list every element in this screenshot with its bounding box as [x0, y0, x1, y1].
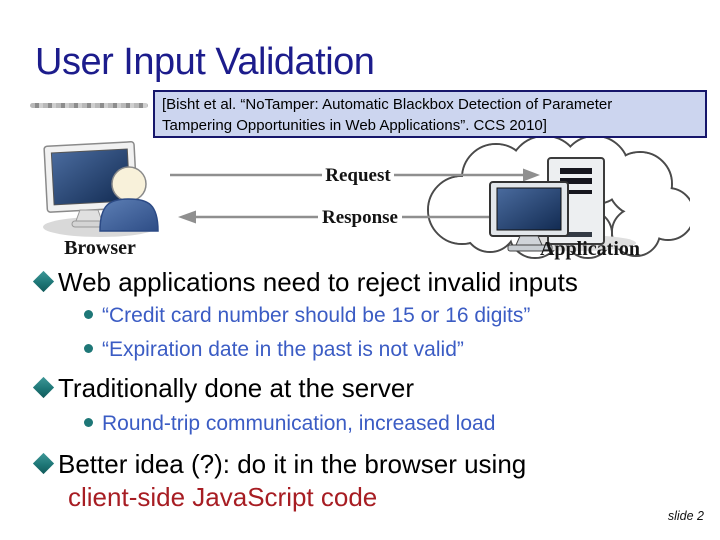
sub-bullet-credit-card: “Credit card number should be 15 or 16 d… — [84, 302, 530, 329]
dot-bullet-icon — [84, 344, 93, 353]
response-label: Response — [322, 207, 398, 228]
browser-label: Browser — [64, 237, 136, 259]
sub-bullet-round-trip: Round-trip communication, increased load — [84, 410, 495, 437]
slide-page-number: slide 2 — [667, 509, 704, 523]
browser-computer-icon — [43, 141, 159, 237]
client-server-diagram: Browser Request — [43, 138, 690, 260]
sub-bullet-text: Round-trip communication, increased load — [102, 412, 496, 435]
application-label: Application — [540, 238, 640, 260]
title-underline-scribble — [30, 103, 148, 108]
diamond-bullet-icon — [32, 452, 55, 475]
citation-box: [Bisht et al. “NoTamper: Automatic Black… — [153, 90, 707, 138]
sub-bullet-expiration: “Expiration date in the past is not vali… — [84, 336, 464, 363]
bullet-better-idea-highlight: client-side JavaScript code — [68, 482, 378, 512]
bullet-text: Web applications need to reject invalid … — [58, 267, 578, 297]
response-arrow: Response — [178, 206, 535, 228]
sub-bullet-text: “Expiration date in the past is not vali… — [102, 338, 464, 361]
bullet-better-idea: Better idea (?): do it in the browser us… — [32, 448, 527, 480]
user-body-icon — [99, 198, 159, 232]
bullet-text: Better idea (?): do it in the browser us… — [58, 449, 527, 479]
dot-bullet-icon — [84, 418, 93, 427]
diamond-bullet-icon — [32, 376, 55, 399]
citation-line-2: Tampering Opportunities in Web Applicati… — [162, 117, 547, 134]
request-arrow: Request — [170, 164, 540, 186]
dot-bullet-icon — [84, 310, 93, 319]
diamond-bullet-icon — [32, 270, 55, 293]
bullet-text: Traditionally done at the server — [58, 373, 415, 403]
citation-line-1: [Bisht et al. “NoTamper: Automatic Black… — [162, 96, 613, 113]
sub-bullet-text: “Credit card number should be 15 or 16 d… — [102, 304, 531, 327]
application-server-icon — [489, 157, 636, 252]
request-label: Request — [325, 165, 391, 186]
bullet-web-apps: Web applications need to reject invalid … — [32, 266, 578, 298]
bullet-server-side: Traditionally done at the server — [32, 372, 415, 404]
slide-title: User Input Validation — [35, 41, 375, 83]
user-head-icon — [111, 166, 147, 202]
